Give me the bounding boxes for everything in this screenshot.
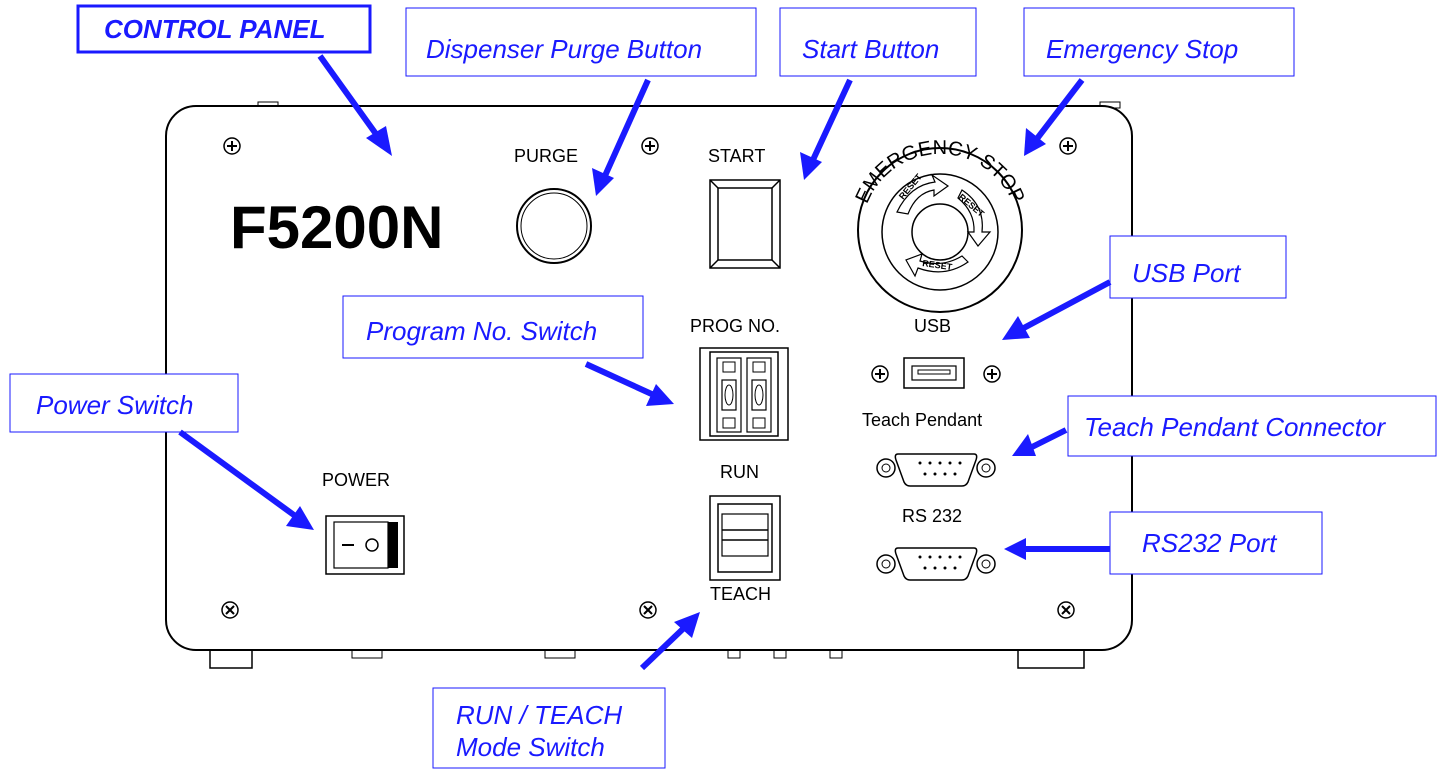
run-label: RUN <box>720 462 759 482</box>
start-label: START <box>708 146 765 166</box>
teach-pendant-label: Teach Pendant <box>862 410 982 430</box>
callout-teach-pendant-connector: Teach Pendant Connector <box>1067 395 1437 457</box>
callout-arrows <box>178 54 1112 671</box>
teach-pendant-connector[interactable] <box>876 453 996 487</box>
program-number-switch[interactable] <box>699 347 789 441</box>
svg-text:Teach Pendant Connector: Teach Pendant Connector <box>1084 412 1386 442</box>
purge-button[interactable] <box>516 188 592 264</box>
svg-text:RS232 Port: RS232 Port <box>1142 528 1278 558</box>
svg-text:Program No. Switch: Program No. Switch <box>366 316 597 346</box>
svg-text:CONTROL PANEL: CONTROL PANEL <box>104 14 325 44</box>
callout-rs232-port: RS232 Port <box>1109 511 1323 575</box>
svg-text:Power Switch: Power Switch <box>36 390 194 420</box>
callout-start-button: Start Button <box>779 7 977 77</box>
callout-emergency-stop: Emergency Stop <box>1023 7 1295 77</box>
svg-text:RUN / TEACH: RUN / TEACH <box>456 700 622 730</box>
purge-label: PURGE <box>514 146 578 166</box>
teach-label: TEACH <box>710 584 771 604</box>
run-teach-switch[interactable] <box>709 495 781 581</box>
usb-port[interactable] <box>871 357 1001 389</box>
callout-usb-port: USB Port <box>1109 235 1287 299</box>
callout-run-teach-mode-switch: RUN / TEACH Mode Switch <box>432 687 666 769</box>
power-switch[interactable] <box>325 515 405 575</box>
start-button[interactable] <box>709 179 781 269</box>
emergency-stop-button[interactable]: RESET RESET RESET <box>857 147 1023 313</box>
callout-program-no-switch: Program No. Switch <box>342 295 644 359</box>
svg-text:Emergency Stop: Emergency Stop <box>1046 34 1238 64</box>
callout-control-panel: CONTROL PANEL <box>76 4 372 54</box>
prog-no-label: PROG NO. <box>690 316 780 336</box>
svg-text:Mode Switch: Mode Switch <box>456 732 605 762</box>
model-name: F5200N <box>230 194 443 261</box>
reset-marking: RESET <box>922 258 954 272</box>
power-label: POWER <box>322 470 390 490</box>
svg-text:Dispenser Purge Button: Dispenser Purge Button <box>426 34 702 64</box>
svg-text:USB Port: USB Port <box>1132 258 1242 288</box>
panel-feet <box>209 101 1121 669</box>
svg-text:Start Button: Start Button <box>802 34 939 64</box>
callout-dispenser-purge: Dispenser Purge Button <box>405 7 757 77</box>
usb-label: USB <box>914 316 951 336</box>
callout-power-switch: Power Switch <box>9 373 239 433</box>
rs232-label: RS 232 <box>902 506 962 526</box>
rs232-connector[interactable] <box>876 547 996 581</box>
